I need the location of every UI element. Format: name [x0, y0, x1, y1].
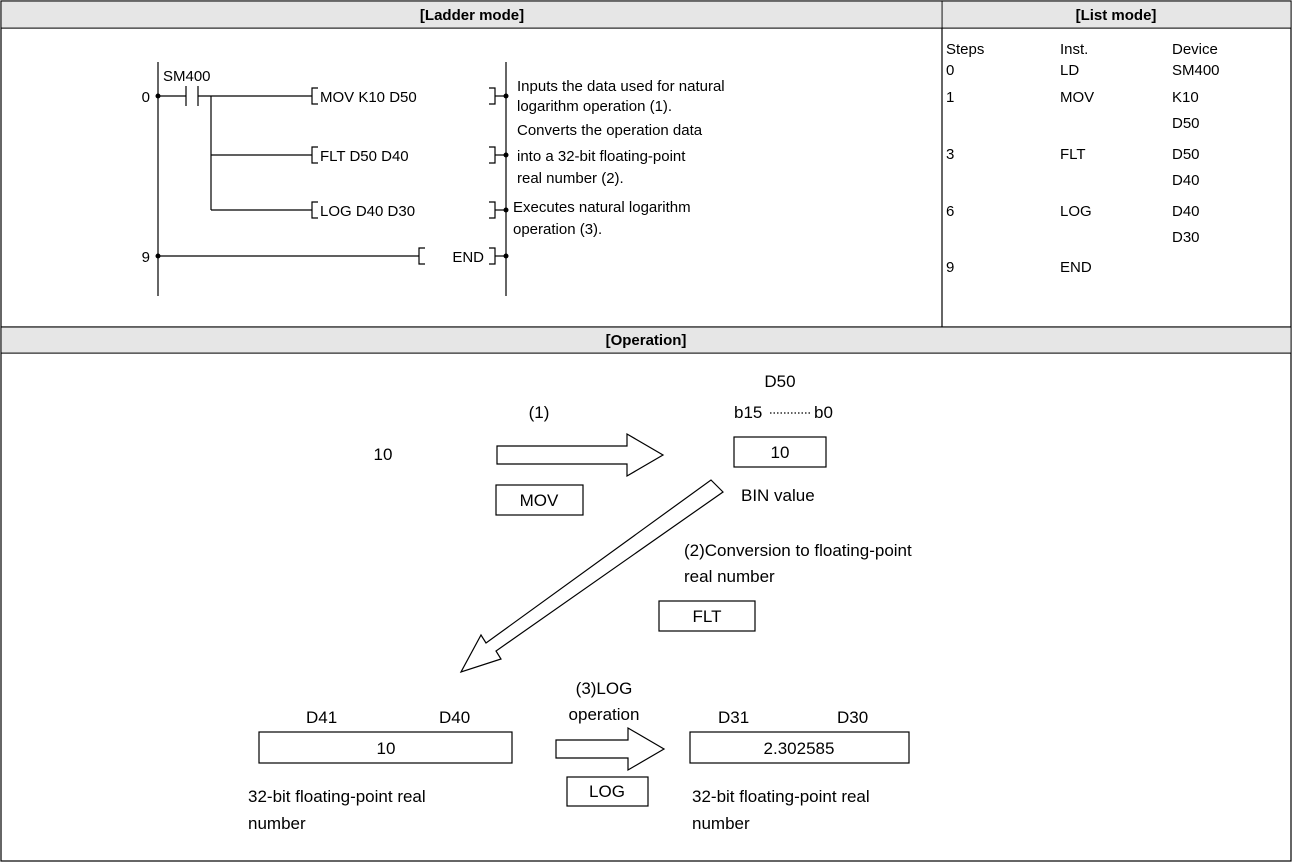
instruction-bracket-right	[489, 201, 496, 219]
list-cell: K10	[1172, 89, 1199, 106]
flt-arrow	[459, 479, 724, 674]
instruction-bracket-left	[311, 146, 318, 164]
log-arrow	[555, 726, 666, 772]
ladder-mode-header: [Ladder mode]	[420, 7, 524, 24]
step-number: 0	[142, 89, 150, 106]
instruction-log: LOG D40 D30	[320, 203, 415, 220]
junction-dot	[503, 207, 509, 213]
list-cell: 6	[946, 203, 954, 220]
step3-line1: (3)LOG	[576, 679, 633, 698]
comment-line: Converts the operation data	[517, 122, 703, 139]
d50-value: 10	[771, 443, 790, 462]
contact-label: SM400	[163, 68, 211, 85]
step-number: 9	[142, 249, 150, 266]
d30-value: 2.302585	[764, 739, 835, 758]
d50-register-box	[733, 436, 827, 468]
comment-line: operation (3).	[513, 221, 602, 238]
list-cell: SM400	[1172, 62, 1220, 79]
list-cell: D40	[1172, 203, 1200, 220]
d30-label: D30	[837, 708, 868, 727]
list-cell: 3	[946, 146, 954, 163]
list-cell: FLT	[1060, 146, 1086, 163]
step3-line2: operation	[569, 705, 640, 724]
float-label-right-line2: number	[692, 814, 750, 833]
mov-arrow	[496, 432, 665, 478]
comment-line: Executes natural logarithm	[513, 199, 691, 216]
d40-label: D40	[439, 708, 470, 727]
instruction-end: END	[452, 249, 484, 266]
log-label: LOG	[589, 782, 625, 801]
instruction-flt: FLT D50 D40	[320, 148, 409, 165]
junction-dot	[503, 253, 509, 259]
list-cell: LD	[1060, 62, 1079, 79]
list-table: Steps Inst. Device 0 LD SM400 1 MOV K10 …	[946, 41, 1220, 276]
list-cell: 1	[946, 89, 954, 106]
instruction-bracket-left	[418, 247, 425, 265]
bin-value-label: BIN value	[741, 486, 815, 505]
mov-box	[495, 484, 584, 516]
source-value: 10	[374, 445, 393, 464]
instruction-mov: MOV K10 D50	[320, 89, 417, 106]
instruction-bracket-right	[489, 87, 496, 105]
instruction-bracket-left	[311, 201, 318, 219]
list-cell: D50	[1172, 115, 1200, 132]
operation-header: [Operation]	[606, 332, 687, 349]
step2-line1: (2)Conversion to floating-point	[684, 541, 912, 560]
float-label-right-line1: 32-bit floating-point real	[692, 787, 870, 806]
d50-label: D50	[764, 372, 795, 391]
d40-register-box	[258, 731, 513, 764]
list-column-header: Device	[1172, 41, 1218, 58]
flt-label: FLT	[693, 607, 722, 626]
junction-dot	[503, 152, 509, 158]
d40-value: 10	[377, 739, 396, 758]
comment-line: logarithm operation (1).	[517, 98, 672, 115]
d41-label: D41	[306, 708, 337, 727]
list-mode-header: [List mode]	[1076, 7, 1157, 24]
d30-register-box	[689, 731, 910, 764]
bit-lo-label: b0	[814, 403, 833, 422]
log-box	[566, 776, 649, 807]
step2-line2: real number	[684, 567, 775, 586]
list-column-header: Steps	[946, 41, 984, 58]
operation-header-bg	[1, 327, 1291, 353]
comment-line: into a 32-bit floating-point	[517, 148, 686, 165]
step1-label: (1)	[529, 403, 550, 422]
list-cell: D50	[1172, 146, 1200, 163]
bit-hi-label: b15	[734, 403, 762, 422]
float-label-left-line2: number	[248, 814, 306, 833]
list-cell: MOV	[1060, 89, 1094, 106]
comment-line: real number (2).	[517, 170, 624, 187]
d31-label: D31	[718, 708, 749, 727]
junction-dot	[155, 253, 161, 259]
list-column-header: Inst.	[1060, 41, 1088, 58]
float-label-left-line1: 32-bit floating-point real	[248, 787, 426, 806]
junction-dot	[155, 93, 161, 99]
list-cell: 0	[946, 62, 954, 79]
mov-label: MOV	[520, 491, 559, 510]
list-cell: LOG	[1060, 203, 1092, 220]
comment-line: Inputs the data used for natural	[517, 78, 725, 95]
list-cell: D40	[1172, 172, 1200, 189]
flt-box	[658, 600, 756, 632]
list-cell: END	[1060, 259, 1092, 276]
ladder-header-bg	[1, 1, 942, 28]
list-cell: D30	[1172, 229, 1200, 246]
instruction-bracket-right	[489, 146, 496, 164]
list-header-bg	[942, 1, 1291, 28]
instruction-bracket-left	[311, 87, 318, 105]
list-cell: 9	[946, 259, 954, 276]
instruction-bracket-right	[489, 247, 496, 265]
junction-dot	[503, 93, 509, 99]
